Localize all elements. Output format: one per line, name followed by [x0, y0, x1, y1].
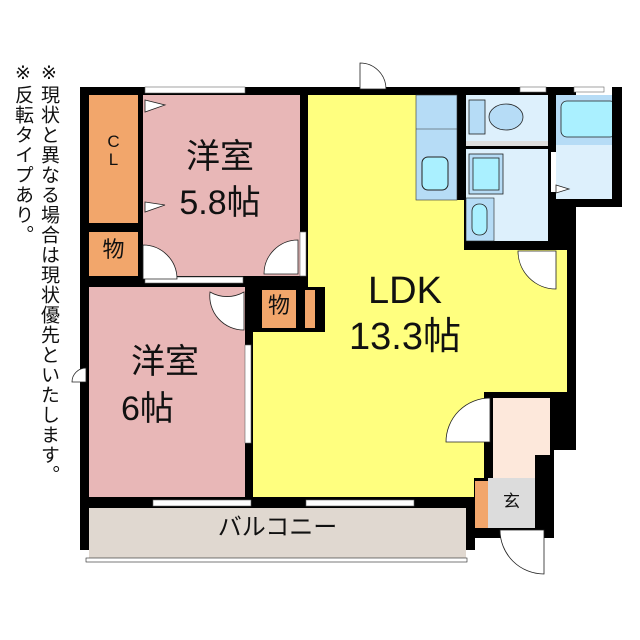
entrance-area: [488, 478, 535, 528]
ldk-name: LDK: [368, 270, 442, 312]
storage-2-area: [262, 290, 296, 328]
western-room-1-area: [143, 95, 300, 276]
note-reversed-type: ※反転タイプあり。: [12, 62, 34, 245]
note-current-state: ※現状と異なる場合は現状優先といたします。: [38, 62, 60, 485]
storage-1-area: [89, 232, 138, 276]
balcony-label: バルコニー: [217, 514, 338, 541]
western-room-2-size: 6帖: [121, 390, 174, 428]
ldk-size: 13.3帖: [349, 316, 461, 358]
western-room-1-name: 洋室: [186, 138, 254, 176]
western-room-1-size: 5.8帖: [179, 184, 261, 222]
storage-2-label: 物: [267, 293, 290, 318]
western-room-2-name: 洋室: [131, 343, 199, 381]
windows: [144, 86, 605, 507]
closet-label: C L: [107, 132, 120, 169]
balcony-area: [89, 508, 466, 558]
shoe-box: [475, 481, 488, 528]
ldk-area: [253, 95, 567, 497]
closet-area: [89, 95, 138, 223]
entrance-label: 玄: [503, 492, 520, 511]
door-swings: [71, 62, 557, 575]
hall: [493, 398, 550, 455]
storage-1-label: 物: [102, 237, 125, 262]
western-room-2-area: [89, 287, 245, 497]
